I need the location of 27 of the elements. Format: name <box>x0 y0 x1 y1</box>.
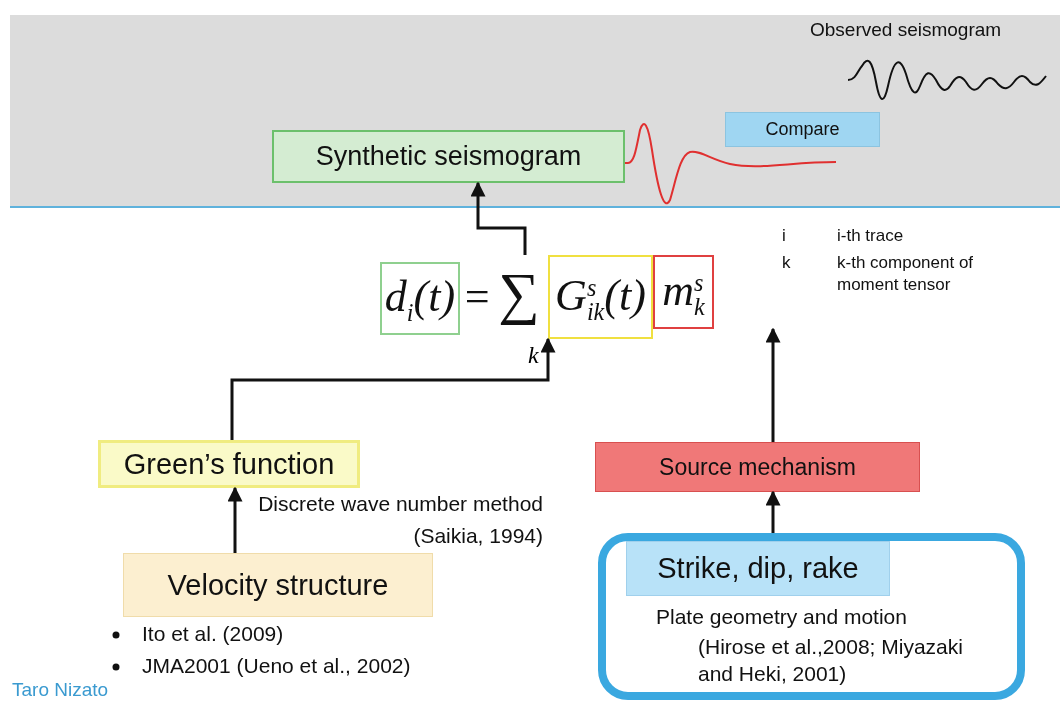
arrow <box>765 490 781 533</box>
equals-sign: = <box>462 271 492 323</box>
process-box: Source mechanism <box>595 442 920 492</box>
symbol-text: k <box>782 252 791 274</box>
process-box: Velocity structure <box>123 553 433 617</box>
process-box: Compare <box>725 112 880 147</box>
edge-label: Discrete wave number method (Saikia, 1994) <box>257 491 544 549</box>
arrow <box>470 181 527 255</box>
sum-symbol: ∑ <box>490 255 548 340</box>
legend-text: i-th trace <box>837 225 904 247</box>
legend-text: k-th component of moment tensor <box>837 252 975 297</box>
arrow <box>227 486 243 553</box>
author-credit: Taro Nizato <box>12 678 109 702</box>
body-text: (Hirose et al.,2008; Miyazaki and Heki, 2001) <box>698 634 964 688</box>
list-item: JMA2001 (Ueno et al., 2002) <box>142 653 411 679</box>
body-text: Plate geometry and motion <box>656 604 907 630</box>
group-box <box>598 533 1025 700</box>
list-item: Ito et al. (2009) <box>142 621 284 647</box>
caption-text: Observed seismogram <box>810 18 1002 42</box>
process-box: Green’s function <box>98 440 360 488</box>
arrow <box>765 327 781 442</box>
process-box: Strike, dip, rake <box>626 541 890 596</box>
symbol-text: i <box>782 225 786 247</box>
formula-term: d$_{i}$(t) <box>380 262 460 335</box>
process-box: Synthetic seismogram <box>272 130 625 183</box>
arrow <box>230 337 556 440</box>
sum-index: k <box>528 342 539 369</box>
